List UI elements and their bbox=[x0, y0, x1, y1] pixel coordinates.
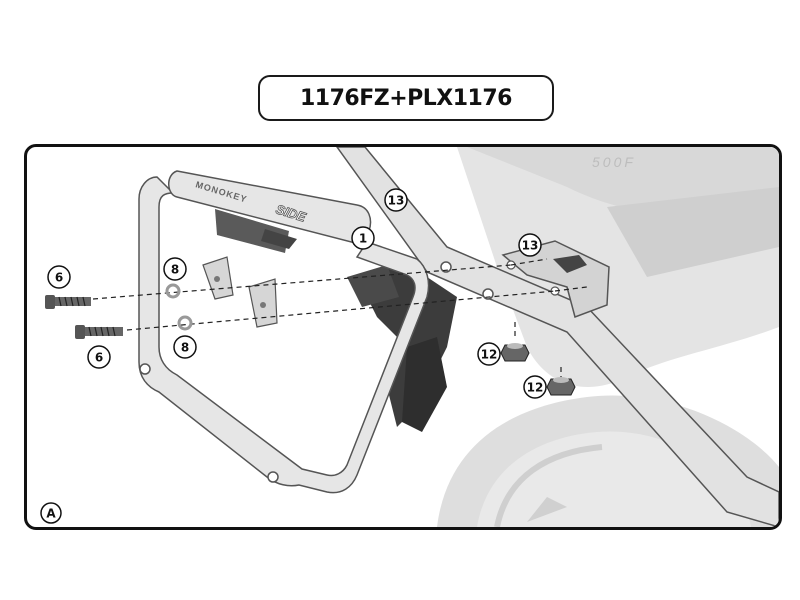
callout-1-label: 1 bbox=[359, 232, 367, 246]
svg-text:500F: 500F bbox=[592, 154, 636, 170]
callout-8-bottom: 8 bbox=[173, 335, 197, 359]
subframe-bar bbox=[336, 147, 779, 527]
title-box: 1176FZ+PLX1176 bbox=[258, 75, 554, 121]
mounting-bracket bbox=[501, 240, 610, 318]
callout-12-right: 12 bbox=[523, 375, 547, 399]
callout-8-bottom-label: 8 bbox=[181, 341, 189, 355]
callout-1: 1 bbox=[351, 226, 375, 250]
screw-top bbox=[45, 295, 91, 309]
diagram-frame: 500F MONOKEY SIDE bbox=[24, 144, 782, 530]
frame-label-a: A bbox=[40, 502, 62, 524]
callout-13-bracket: 13 bbox=[518, 233, 542, 257]
callout-6-top-label: 6 bbox=[55, 271, 63, 285]
callout-12-left: 12 bbox=[477, 342, 501, 366]
nut-right bbox=[546, 377, 576, 396]
callout-6-bottom: 6 bbox=[87, 345, 111, 369]
callout-6-top: 6 bbox=[47, 265, 71, 289]
callout-8-top: 8 bbox=[163, 257, 187, 281]
callout-12-right-label: 12 bbox=[527, 381, 544, 395]
callout-13-bracket-label: 13 bbox=[522, 239, 539, 253]
callout-6-bottom-label: 6 bbox=[95, 351, 103, 365]
assembly-illustration: 500F MONOKEY SIDE bbox=[40, 147, 779, 527]
callout-13-top: 13 bbox=[384, 188, 408, 212]
nut-left bbox=[500, 343, 530, 362]
washer-bottom bbox=[177, 315, 193, 331]
callout-13-top-label: 13 bbox=[388, 194, 405, 208]
diagram-title: 1176FZ+PLX1176 bbox=[300, 85, 512, 111]
frame-label-a-text: A bbox=[46, 507, 56, 521]
side-rack-frame: MONOKEY SIDE bbox=[138, 170, 430, 494]
callout-8-top-label: 8 bbox=[171, 263, 179, 277]
screw-bottom bbox=[75, 325, 123, 339]
washer-top bbox=[165, 283, 181, 299]
callout-12-left-label: 12 bbox=[481, 348, 498, 362]
motorcycle-silhouette: 500F bbox=[347, 147, 779, 527]
